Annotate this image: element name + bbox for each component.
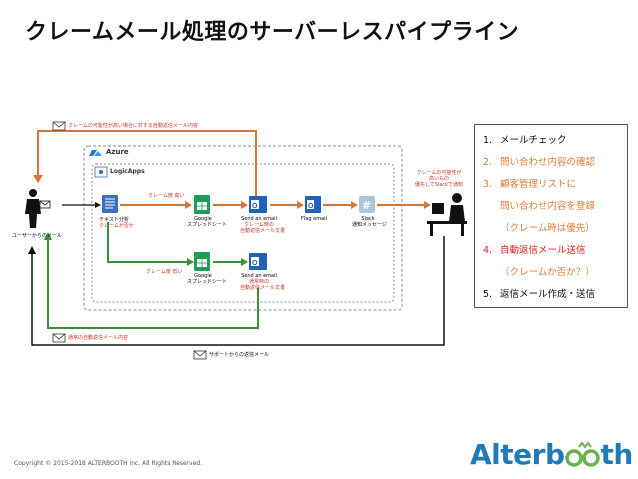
sheets-bottom-caption: Google スプレッドシート (187, 273, 228, 285)
svg-text:O: O (252, 260, 258, 267)
step-item: 1.メールチェック (483, 135, 567, 146)
logic-apps-label: LogicApps (110, 168, 145, 175)
outlook-icon-top: O (249, 196, 267, 213)
outlook-icon-bottom: O (249, 253, 267, 270)
send-email-bottom-caption: Send an email 通常時の 自動返信メール文書 (240, 273, 286, 291)
text-analysis-caption: テキスト分析 クレームか否か (99, 217, 134, 229)
step-item: 5.返信メール作成・送信 (483, 289, 596, 300)
svg-text:O: O (308, 203, 314, 210)
bottom-return-label: 通常の自動返信メール内容 (68, 335, 129, 341)
azure-logo-icon (89, 150, 102, 156)
step-item: 問い合わせ内容を登録 (500, 201, 596, 212)
send-email-top-caption: Send an email クレーム時の 自動返信メール文書 (240, 216, 286, 234)
support-reply-label: サポートからの返信メール (209, 352, 270, 358)
sheets-top-caption: Google スプレッドシート (187, 216, 228, 228)
operator-note: クレームの可能性が 高いもの 優先してSlackで通知 (414, 170, 464, 188)
step-item: 2.問い合わせ内容の確認 (483, 157, 596, 168)
top-return-mail-icon (52, 121, 66, 131)
slack-caption: Slack 通知メッセージ (352, 216, 387, 228)
user-icon (25, 189, 51, 228)
claim-low-label: クレーム度 低い (146, 269, 183, 275)
step-item: （クレームか否か？） (500, 267, 595, 278)
top-return-arrow (37, 130, 257, 198)
google-sheets-icon-top (194, 195, 210, 214)
claim-high-label: クレーム度 高い (148, 193, 185, 199)
steps-panel: 1.メールチェック 2.問い合わせ内容の確認 3.顧客管理リストに 問い合わせ内… (474, 124, 628, 308)
operator-icon (427, 193, 467, 236)
page-title: クレームメール処理のサーバーレスパイプライン (25, 20, 520, 45)
alterbooth-logo: Alterb th (470, 438, 633, 471)
text-analysis-icon (102, 195, 118, 213)
bottom-return-mail-icon (52, 333, 66, 343)
logic-apps-container (91, 163, 395, 303)
user-caption: ユーザーからのメール (12, 233, 62, 239)
svg-text:O: O (252, 203, 258, 210)
azure-label: Azure (106, 148, 129, 156)
support-reply-arrow (31, 236, 445, 346)
step-item: 4.自動返信メール送信 (483, 245, 586, 256)
top-return-label: クレームの可能性が高い場合に対する自動返信メール内容 (68, 123, 198, 129)
logo-oo-icon (564, 441, 600, 467)
slack-icon: # (359, 196, 375, 213)
support-reply-mail-icon (193, 350, 207, 360)
azure-container (83, 145, 403, 311)
flag-email-caption: Flag email (301, 216, 327, 222)
logic-apps-icon (94, 166, 108, 178)
step-item: 3.顧客管理リストに (483, 179, 577, 190)
analysis-to-sheets-bottom-arrow (107, 222, 187, 263)
copyright: Copyright © 2015-2018 ALTERBOOTH inc. Al… (14, 460, 203, 467)
google-sheets-icon-bottom (194, 252, 210, 271)
bottom-return-arrow (47, 238, 259, 329)
flag-email-icon: O (305, 196, 321, 213)
svg-text:#: # (362, 199, 371, 212)
step-item: （クレーム時は優先） (500, 223, 595, 234)
